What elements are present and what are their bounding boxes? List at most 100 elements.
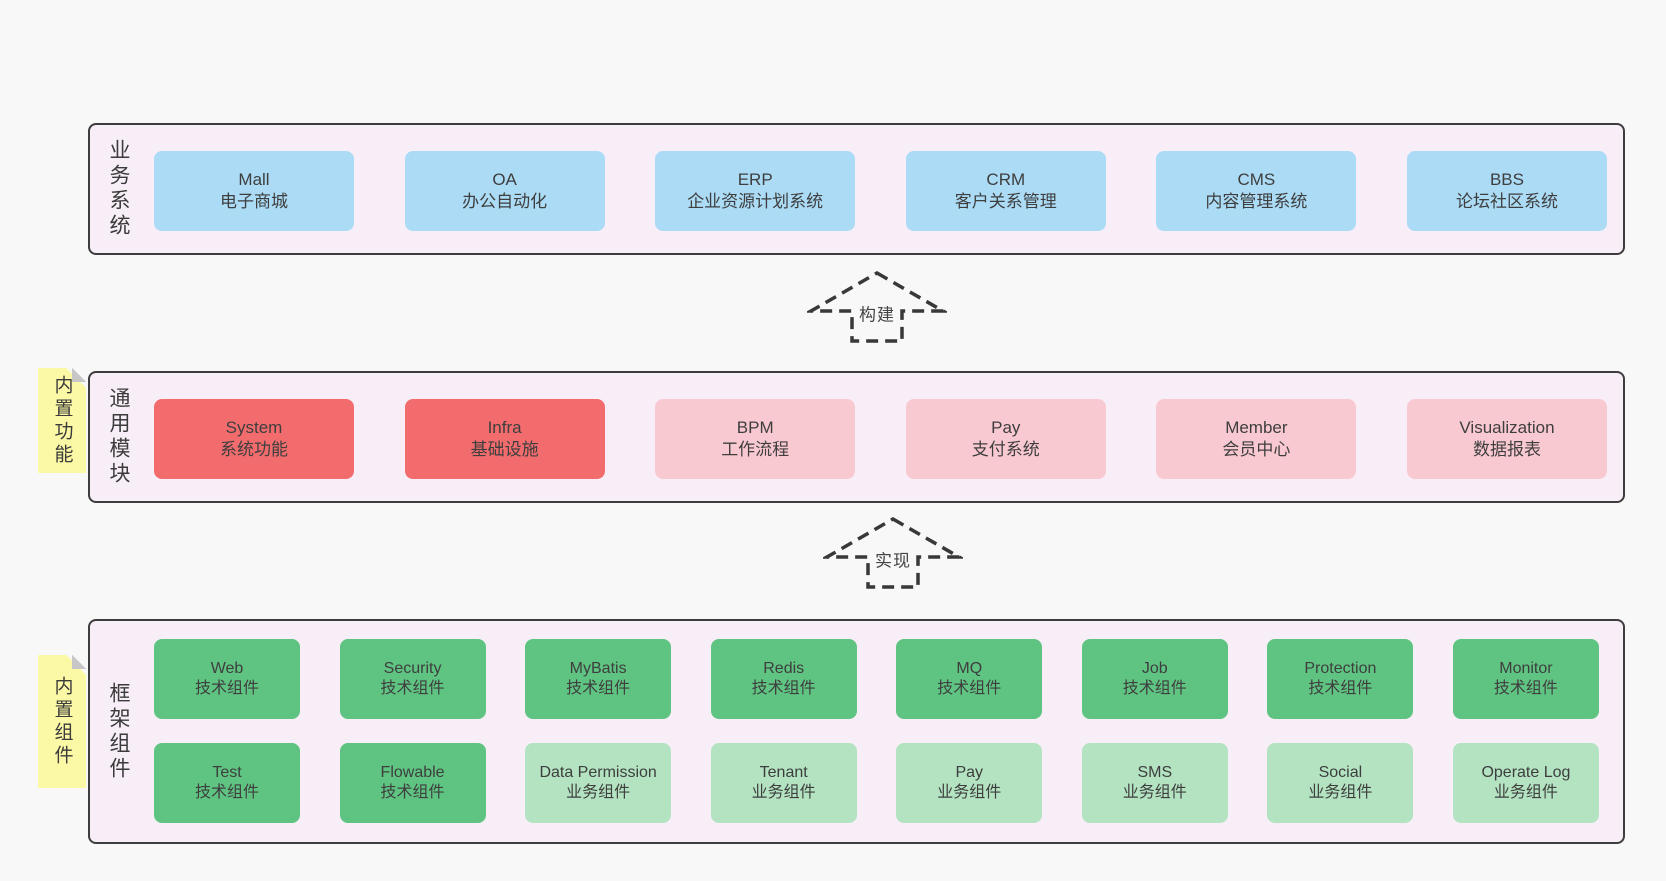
box-subtitle: 技术组件 <box>194 784 259 801</box>
box-subtitle: 业务组件 <box>566 784 631 801</box>
box-title: BPM <box>736 418 774 437</box>
component-box-web: Web 技术组件 <box>154 639 300 719</box>
module-box-system: System 系统功能 <box>154 399 354 479</box>
box-subtitle: 基础设施 <box>470 440 539 459</box>
module-box-mall: Mall 电子商城 <box>154 151 354 231</box>
business-box-row: Mall 电子商城 OA 办公自动化 ERP 企业资源计划系统 CRM 客户关系… <box>154 151 1607 231</box>
box-title: MQ <box>956 660 983 677</box>
component-box-redis: Redis 技术组件 <box>710 639 857 719</box>
box-title: BBS <box>1489 170 1524 189</box>
component-box-flowable: Flowable 技术组件 <box>339 743 486 823</box>
box-title: Member <box>1225 418 1288 437</box>
box-title: OA <box>492 170 517 189</box>
box-title: Mall <box>238 170 270 189</box>
box-subtitle: 业务组件 <box>937 784 1002 801</box>
box-subtitle: 技术组件 <box>194 680 259 697</box>
band-label-business-systems: 业务系统 <box>107 139 130 239</box>
box-subtitle: 工作流程 <box>721 440 790 459</box>
box-subtitle: 技术组件 <box>380 784 445 801</box>
component-box-mybatis: MyBatis 技术组件 <box>525 639 672 719</box>
box-subtitle: 技术组件 <box>1308 680 1373 697</box>
box-title: Visualization <box>1459 418 1555 437</box>
box-title: CMS <box>1237 170 1276 189</box>
module-box-infra: Infra 基础设施 <box>404 399 605 479</box>
box-title: Security <box>383 660 442 677</box>
component-box-sms: SMS 业务组件 <box>1081 743 1228 823</box>
up-arrow-icon <box>807 270 947 343</box>
box-title: Tenant <box>759 764 808 781</box>
component-box-mq: MQ 技术组件 <box>896 639 1043 719</box>
arrow-implement: 实现 <box>823 516 963 590</box>
box-subtitle: 客户关系管理 <box>954 192 1057 211</box>
box-subtitle: 技术组件 <box>1122 680 1187 697</box>
module-box-bbs: BBS 论坛社区系统 <box>1406 151 1607 231</box>
module-box-crm: CRM 客户关系管理 <box>905 151 1106 231</box>
component-box-protection: Protection 技术组件 <box>1267 639 1414 719</box>
component-box-test: Test 技术组件 <box>154 743 300 823</box>
box-title: Test <box>212 764 242 781</box>
arrow-implement-label: 实现 <box>872 545 914 573</box>
module-box-oa: OA 办公自动化 <box>404 151 605 231</box>
component-box-security: Security 技术组件 <box>339 639 486 719</box>
module-box-visualization: Visualization 数据报表 <box>1406 399 1607 479</box>
module-box-bpm: BPM 工作流程 <box>655 399 856 479</box>
box-subtitle: 企业资源计划系统 <box>687 192 824 211</box>
box-title: Pay <box>955 764 984 781</box>
box-subtitle: 技术组件 <box>380 680 445 697</box>
box-subtitle: 系统功能 <box>220 440 288 459</box>
sticky-note-built-in-features: 内置功能 <box>38 368 86 473</box>
sticky-note-label: 内置组件 <box>51 675 73 768</box>
box-subtitle: 技术组件 <box>751 680 816 697</box>
box-title: Operate Log <box>1481 764 1571 781</box>
box-title: Web <box>210 660 244 677</box>
common-module-box-row: System 系统功能 Infra 基础设施 BPM 工作流程 Pay 支付系统… <box>154 399 1607 479</box>
box-subtitle: 办公自动化 <box>462 192 548 211</box>
module-box-cms: CMS 内容管理系统 <box>1156 151 1357 231</box>
box-subtitle: 支付系统 <box>971 440 1040 459</box>
box-title: Job <box>1141 660 1168 677</box>
band-common-modules: 通用模块 System 系统功能 Infra 基础设施 BPM 工作流程 Pay… <box>88 371 1625 503</box>
box-title: Pay <box>991 418 1021 437</box>
component-box-row-1: Web 技术组件 Security 技术组件 MyBatis 技术组件 Redi… <box>154 639 1599 719</box>
component-box-monitor: Monitor 技术组件 <box>1452 639 1599 719</box>
component-box-social: Social 业务组件 <box>1267 743 1414 823</box>
component-box-job: Job 技术组件 <box>1081 639 1228 719</box>
box-title: SMS <box>1137 764 1173 781</box>
band-label-framework-components: 框架组件 <box>107 681 130 782</box>
module-box-member: Member 会员中心 <box>1156 399 1357 479</box>
component-box-data-permission: Data Permission 业务组件 <box>525 743 672 823</box>
box-title: Protection <box>1304 660 1377 677</box>
box-subtitle: 技术组件 <box>566 680 631 697</box>
component-box-row-2: Test 技术组件 Flowable 技术组件 Data Permission … <box>154 743 1599 823</box>
band-business-systems: 业务系统 Mall 电子商城 OA 办公自动化 ERP 企业资源计划系统 CRM… <box>88 123 1625 255</box>
module-box-pay: Pay 支付系统 <box>905 399 1106 479</box>
box-subtitle: 技术组件 <box>937 680 1002 697</box>
sticky-note-built-in-components: 内置组件 <box>38 655 86 788</box>
box-title: Flowable <box>380 764 445 781</box>
up-arrow-icon <box>823 516 963 589</box>
band-label-common-modules: 通用模块 <box>107 387 130 487</box>
box-title: Infra <box>487 418 522 437</box>
box-title: Data Permission <box>539 764 657 781</box>
component-box-tenant: Tenant 业务组件 <box>710 743 857 823</box>
box-subtitle: 数据报表 <box>1472 440 1541 459</box>
box-subtitle: 内容管理系统 <box>1205 192 1308 211</box>
module-box-erp: ERP 企业资源计划系统 <box>655 151 856 231</box>
arrow-build-label: 构建 <box>856 299 898 327</box>
box-title: Monitor <box>1499 660 1553 677</box>
box-subtitle: 论坛社区系统 <box>1455 192 1558 211</box>
box-subtitle: 会员中心 <box>1222 440 1291 459</box>
box-title: Social <box>1318 764 1363 781</box>
box-subtitle: 业务组件 <box>1308 784 1373 801</box>
component-box-pay: Pay 业务组件 <box>896 743 1043 823</box>
sticky-note-label: 内置功能 <box>51 374 73 467</box>
band-framework-components: 框架组件 Web 技术组件 Security 技术组件 MyBatis 技术组件… <box>88 619 1625 844</box>
component-box-operate-log: Operate Log 业务组件 <box>1452 743 1599 823</box>
box-subtitle: 业务组件 <box>1122 784 1187 801</box>
box-subtitle: 业务组件 <box>751 784 816 801</box>
box-subtitle: 电子商城 <box>220 192 288 211</box>
box-title: ERP <box>737 170 773 189</box>
box-title: MyBatis <box>569 660 627 677</box>
arrow-build: 构建 <box>807 270 947 344</box>
box-title: Redis <box>763 660 805 677</box>
